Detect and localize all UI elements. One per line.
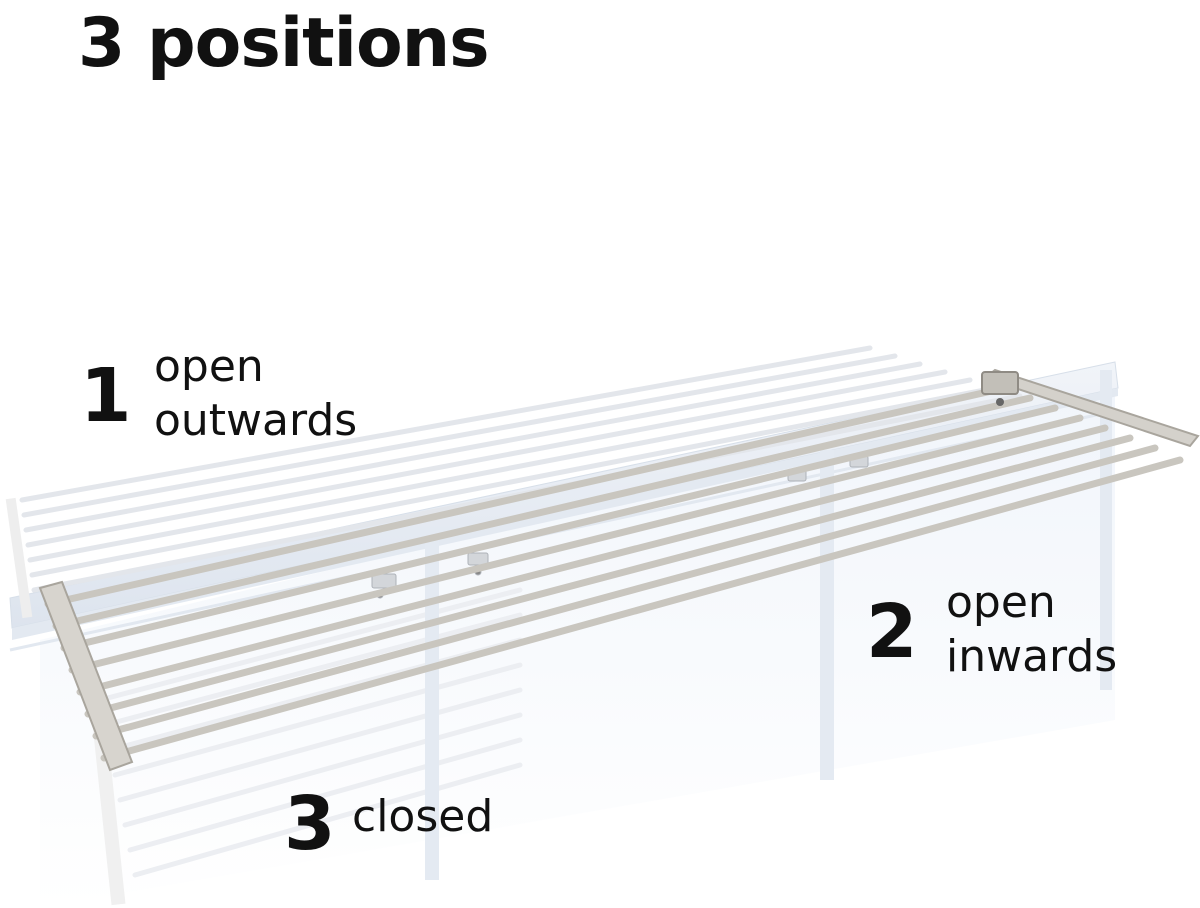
- rack-end-frame-right: [981, 368, 1200, 448]
- position-1-line1: open: [154, 341, 264, 392]
- position-2-number: 2: [866, 589, 918, 675]
- position-1-number: 1: [80, 353, 132, 439]
- position-3-number: 3: [284, 781, 336, 867]
- closed-frame: [89, 689, 126, 906]
- position-2-line2: inwards: [946, 631, 1118, 682]
- position-1-line2: outwards: [154, 395, 358, 446]
- position-3-line1: closed: [352, 791, 494, 842]
- position-2-label: 2 open inwards: [866, 576, 1166, 686]
- position-2-line1: open: [946, 577, 1056, 628]
- outward-rails: [19, 345, 1023, 593]
- rack-end-frame-left: [38, 580, 134, 772]
- closed-rails: [97, 587, 523, 878]
- position-3-label: 3 closed: [284, 778, 544, 868]
- outward-frame: [5, 497, 33, 619]
- position-1-label: 1 open outwards: [80, 340, 410, 450]
- page-title: 3 positions: [78, 4, 490, 83]
- inward-rails: [44, 384, 1184, 762]
